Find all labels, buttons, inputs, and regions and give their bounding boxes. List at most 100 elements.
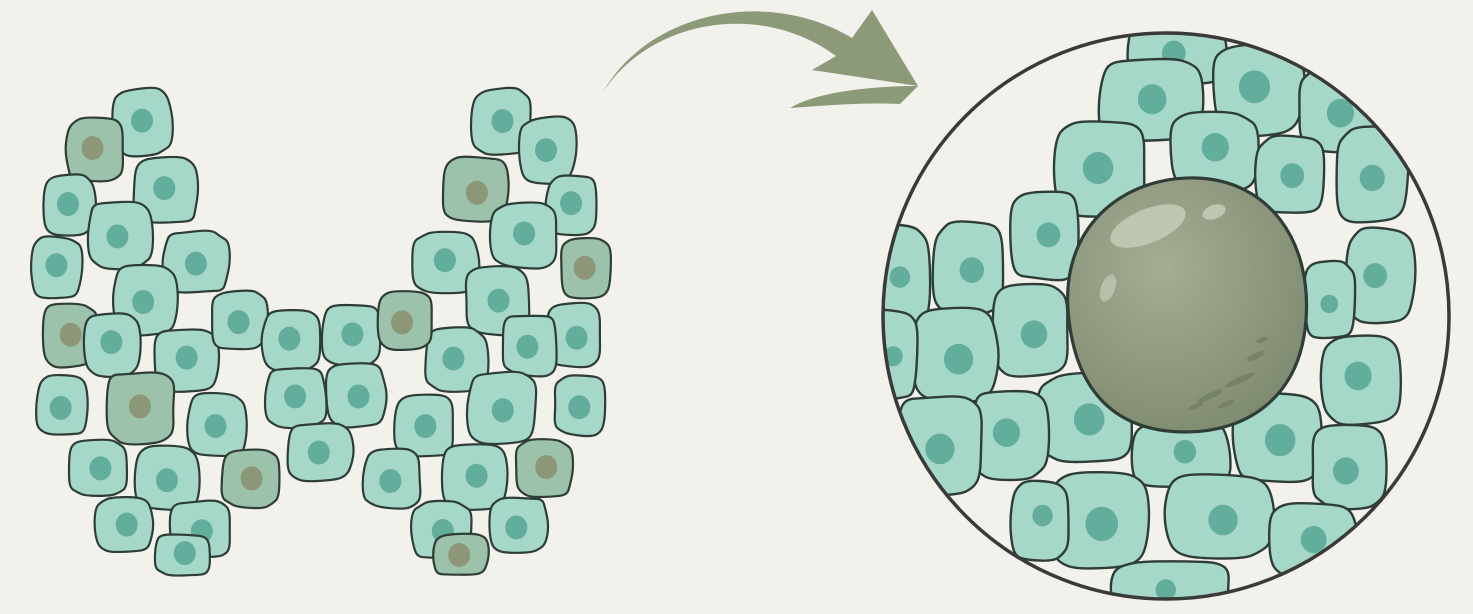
magnified-cell	[1255, 136, 1324, 213]
magnified-cell	[972, 391, 1049, 480]
cell-nucleus	[1174, 440, 1196, 464]
gland-cell	[212, 291, 268, 350]
cell-nucleus	[513, 221, 535, 245]
cell-nucleus	[492, 398, 514, 422]
cell-nucleus	[106, 224, 128, 248]
curved-arrow-icon	[603, 10, 918, 108]
cell-nucleus	[205, 414, 227, 438]
gland-cell	[88, 202, 153, 269]
cell-nucleus	[466, 464, 488, 488]
cell-nucleus	[1360, 165, 1385, 191]
cell-nucleus	[1280, 163, 1304, 188]
gland-cell	[555, 375, 605, 436]
gland-cell	[489, 498, 548, 553]
cell-nucleus	[442, 347, 464, 371]
cell-nucleus	[131, 109, 153, 133]
gland-cell	[262, 310, 321, 371]
gland-cell	[66, 118, 123, 182]
magnified-cell	[1304, 261, 1355, 338]
cell-nucleus	[185, 252, 207, 276]
cell-nucleus	[347, 384, 369, 408]
cell-nucleus	[1208, 505, 1237, 536]
cell-nucleus	[1085, 507, 1118, 541]
cell-nucleus	[492, 109, 514, 133]
cell-nucleus	[89, 456, 111, 480]
magnified-cell	[1111, 561, 1229, 614]
thyroid-gland-icon	[31, 88, 611, 576]
thyroid-nodule-icon	[1068, 178, 1307, 432]
cell-nucleus	[153, 176, 175, 200]
cell-nucleus	[960, 257, 984, 283]
gland-cell	[378, 291, 432, 350]
cell-nucleus	[379, 469, 401, 493]
cell-nucleus	[278, 327, 300, 351]
gland-cell	[155, 535, 210, 576]
gland-cell	[394, 395, 453, 457]
gland-cell	[265, 368, 327, 428]
cell-nucleus	[566, 326, 588, 350]
cell-nucleus	[535, 455, 557, 479]
gland-cell	[187, 393, 247, 456]
cell-nucleus	[82, 136, 104, 160]
cell-nucleus	[1344, 362, 1371, 391]
magnified-cell	[993, 284, 1068, 377]
cell-nucleus	[466, 181, 488, 205]
cell-nucleus	[57, 192, 79, 216]
gland-cell	[503, 316, 557, 377]
gland-cell	[561, 238, 611, 298]
magnified-cell	[1010, 192, 1078, 280]
magnified-cell	[1346, 228, 1415, 324]
cell-nucleus	[890, 266, 910, 287]
magnified-cell	[898, 396, 982, 495]
gland-cell	[222, 450, 280, 509]
cell-nucleus	[1239, 70, 1270, 103]
cell-nucleus	[568, 395, 590, 419]
cell-nucleus	[1138, 84, 1167, 114]
gland-cell	[433, 534, 489, 575]
cell-nucleus	[174, 541, 196, 565]
cell-nucleus	[241, 466, 263, 490]
cell-nucleus	[1320, 295, 1338, 314]
gland-cell	[84, 313, 141, 377]
cell-nucleus	[308, 440, 330, 464]
cell-nucleus	[1083, 152, 1114, 184]
cell-nucleus	[156, 468, 178, 492]
cell-nucleus	[448, 543, 470, 567]
gland-cell	[107, 372, 174, 444]
magnified-cell	[1337, 127, 1409, 223]
cell-nucleus	[505, 515, 527, 539]
cell-nucleus	[944, 344, 973, 375]
cell-nucleus	[100, 330, 122, 354]
cell-nucleus	[132, 290, 154, 314]
cell-nucleus	[1301, 526, 1327, 553]
cell-nucleus	[60, 323, 82, 347]
gland-cell	[516, 439, 573, 497]
cell-nucleus	[1021, 320, 1048, 348]
cell-nucleus	[1074, 403, 1105, 435]
cell-nucleus	[925, 434, 954, 465]
cell-nucleus	[1032, 505, 1052, 526]
magnified-view-icon	[862, 16, 1449, 614]
gland-cell	[69, 440, 127, 496]
cell-nucleus	[391, 310, 413, 334]
cell-nucleus	[1037, 222, 1061, 247]
magnified-cell	[862, 310, 917, 400]
magnified-cell	[1010, 481, 1068, 561]
cell-nucleus	[1363, 263, 1387, 288]
gland-cell	[322, 305, 380, 366]
gland-cell	[467, 372, 536, 444]
magnified-cell	[912, 308, 999, 402]
magnified-cell	[933, 221, 1003, 313]
gland-cell	[326, 363, 387, 427]
cell-nucleus	[993, 418, 1020, 447]
cell-nucleus	[414, 414, 436, 438]
cell-nucleus	[228, 310, 250, 334]
cell-nucleus	[488, 289, 510, 313]
cell-nucleus	[560, 191, 582, 215]
cell-nucleus	[129, 394, 151, 418]
cell-nucleus	[176, 346, 198, 370]
cell-nucleus	[1333, 457, 1359, 484]
magnified-cell	[1321, 336, 1401, 425]
gland-cell	[519, 117, 577, 184]
